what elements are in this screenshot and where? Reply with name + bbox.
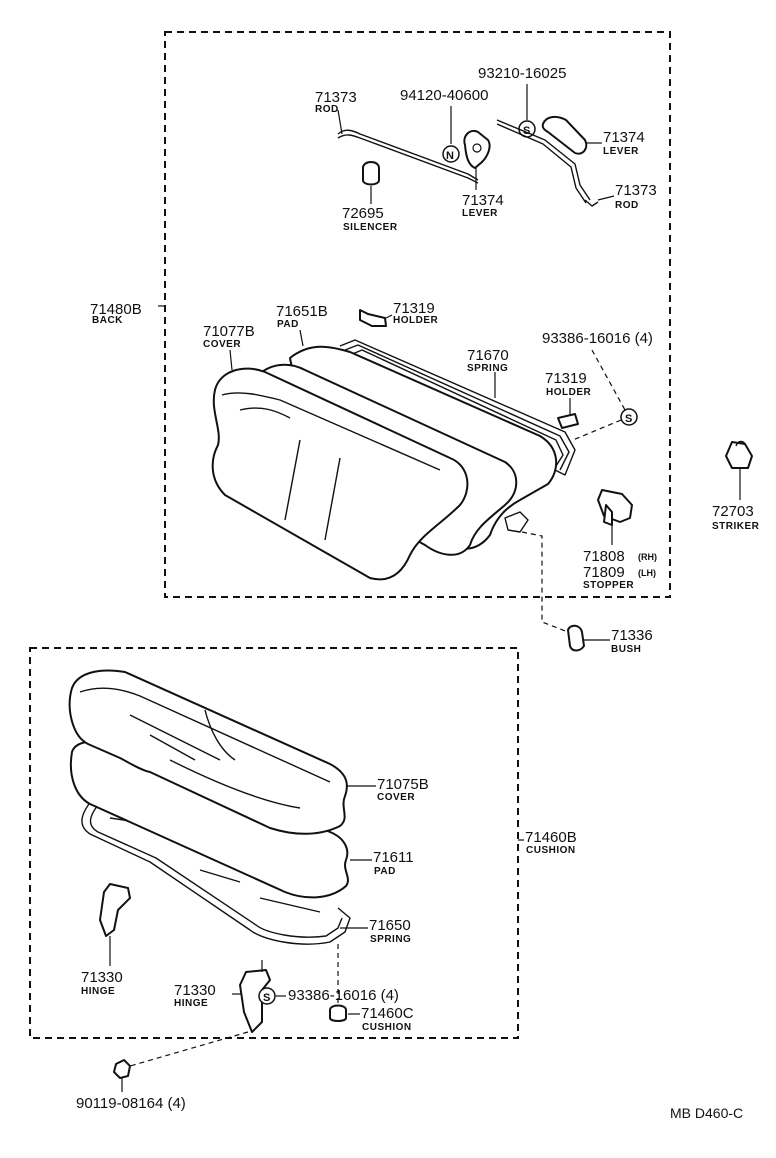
cushion-block-part: 71460C CUSHION (329, 944, 414, 1033)
hinge-center-part: 71330 HINGE (174, 960, 271, 1033)
clip-lower-marker-icon (258, 987, 276, 1005)
cushion-spring-callout: 71650 SPRING (340, 917, 411, 945)
part-name-cushion: CUSHION (526, 845, 576, 856)
holder-right-part: 71319 HOLDER (545, 370, 592, 429)
cushion-pad-callout: 71611 PAD (350, 849, 414, 877)
part-name-cushion-pad: PAD (374, 866, 396, 877)
part-number-90119-08164: 90119-08164 (4) (76, 1095, 186, 1112)
part-name-stopper: STOPPER (583, 580, 634, 591)
part-name-bush: BUSH (611, 644, 641, 655)
marker-s-lower: S (263, 992, 270, 1004)
marker-n: N (446, 150, 454, 162)
part-name-striker: STRIKER (712, 521, 760, 532)
back-bracket (504, 511, 529, 533)
part-number-93210-16025: 93210-16025 (478, 65, 566, 82)
part-number-71330-center: 71330 (174, 982, 216, 999)
bolt-part: 90119-08164 (4) (76, 1031, 249, 1112)
part-number-71808: 71808 (583, 548, 625, 565)
cushion-cover-part (68, 669, 348, 835)
part-number-71480b: 71480B (90, 301, 142, 318)
part-name-cushion-spring: SPRING (370, 934, 411, 945)
lever-right-part: 71374 LEVER (541, 115, 645, 157)
part-number-71374-lever-right: 71374 (603, 129, 645, 146)
part-name-pad: PAD (277, 319, 299, 330)
back-pad-callout: 71651B PAD (276, 303, 328, 347)
part-number-71319-holder-top: 71319 (393, 300, 435, 317)
cushion-cover-callout: 71075B COVER (346, 776, 429, 803)
part-name-back: BACK (92, 315, 123, 326)
part-number-71460c: 71460C (361, 1005, 414, 1022)
marker-s-upper: S (625, 413, 632, 425)
part-number-94120-40600: 94120-40600 (400, 87, 488, 104)
rod-right-part: 71373 ROD (496, 119, 657, 211)
part-name-holder-right: HOLDER (546, 387, 592, 398)
nut-marker-icon (442, 145, 460, 163)
back-spring-frame: 71670 SPRING (339, 339, 576, 476)
back-assembly-boundary (164, 31, 671, 598)
part-name-hinge-left: HINGE (81, 986, 115, 997)
part-name-hinge-center: HINGE (174, 998, 208, 1009)
part-number-71650: 71650 (369, 917, 411, 934)
cushion-assembly-boundary (29, 647, 519, 1039)
part-name-lever-center: LEVER (462, 208, 498, 219)
back-assembly-callout: 71480B BACK (90, 301, 165, 326)
part-number-71330-left: 71330 (81, 969, 123, 986)
part-number-93386-16016-lower: 93386-16016 (4) (288, 987, 399, 1004)
bush-part: 71336 BUSH (567, 624, 653, 655)
part-number-71460b: 71460B (525, 829, 577, 846)
part-number-71319-holder-right: 71319 (545, 370, 587, 387)
part-number-93386-16016-upper: 93386-16016 (4) (542, 330, 653, 347)
back-seat-assembly (211, 345, 558, 581)
marker-s: S (523, 125, 530, 137)
part-name-lever-right: LEVER (603, 146, 639, 157)
part-name-cushion-block: CUSHION (362, 1022, 412, 1033)
clip-marker-icon (620, 408, 638, 426)
part-number-71611: 71611 (373, 849, 414, 866)
hinge-left-part: 71330 HINGE (81, 883, 131, 997)
part-name-cover: COVER (203, 339, 241, 350)
part-number-71809: 71809 (583, 564, 625, 581)
nut-94120-40600: 94120-40600 N (400, 87, 488, 163)
part-number-71077b: 71077B (203, 323, 255, 340)
part-name-rod-left: ROD (315, 104, 339, 115)
stopper-part: 71808 (RH) 71809 (LH) STOPPER (583, 489, 657, 591)
holder-top-part: 71319 HOLDER (359, 300, 439, 327)
part-name-spring-back: SPRING (467, 363, 508, 374)
part-name-cushion-cover: COVER (377, 792, 415, 803)
screw-93210-16025: 93210-16025 S (478, 65, 566, 138)
back-cover-callout: 71077B COVER (203, 323, 255, 371)
rh-tag: (RH) (638, 552, 657, 562)
cushion-assembly-callout: 71460B CUSHION (518, 829, 577, 856)
part-number-71373-rod-right: 71373 (615, 182, 657, 199)
part-number-71075b: 71075B (377, 776, 429, 793)
part-number-72703: 72703 (712, 503, 754, 520)
part-name-silencer: SILENCER (343, 222, 398, 233)
rod-left-part: 71373 ROD (315, 89, 479, 184)
striker-part: 72703 STRIKER (712, 440, 760, 532)
part-name-rod-right: ROD (615, 200, 639, 211)
lh-tag: (LH) (638, 568, 656, 578)
part-number-71670: 71670 (467, 347, 509, 364)
silencer-part: 72695 SILENCER (342, 161, 398, 233)
clip-93386-16016-upper: 93386-16016 (4) S (542, 330, 653, 441)
diagram-code: MB D460-C (670, 1105, 743, 1121)
bush-leader (521, 531, 569, 633)
part-number-71373-rod-left: 71373 (315, 89, 357, 106)
part-number-71651b: 71651B (276, 303, 328, 320)
lever-center-part: 71374 LEVER (462, 130, 504, 219)
part-number-71336: 71336 (611, 627, 653, 644)
part-number-72695: 72695 (342, 205, 384, 222)
part-number-71374-lever-center: 71374 (462, 192, 504, 209)
clip-93386-16016-lower: S 93386-16016 (4) (258, 987, 399, 1005)
part-name-holder-top: HOLDER (393, 315, 439, 326)
